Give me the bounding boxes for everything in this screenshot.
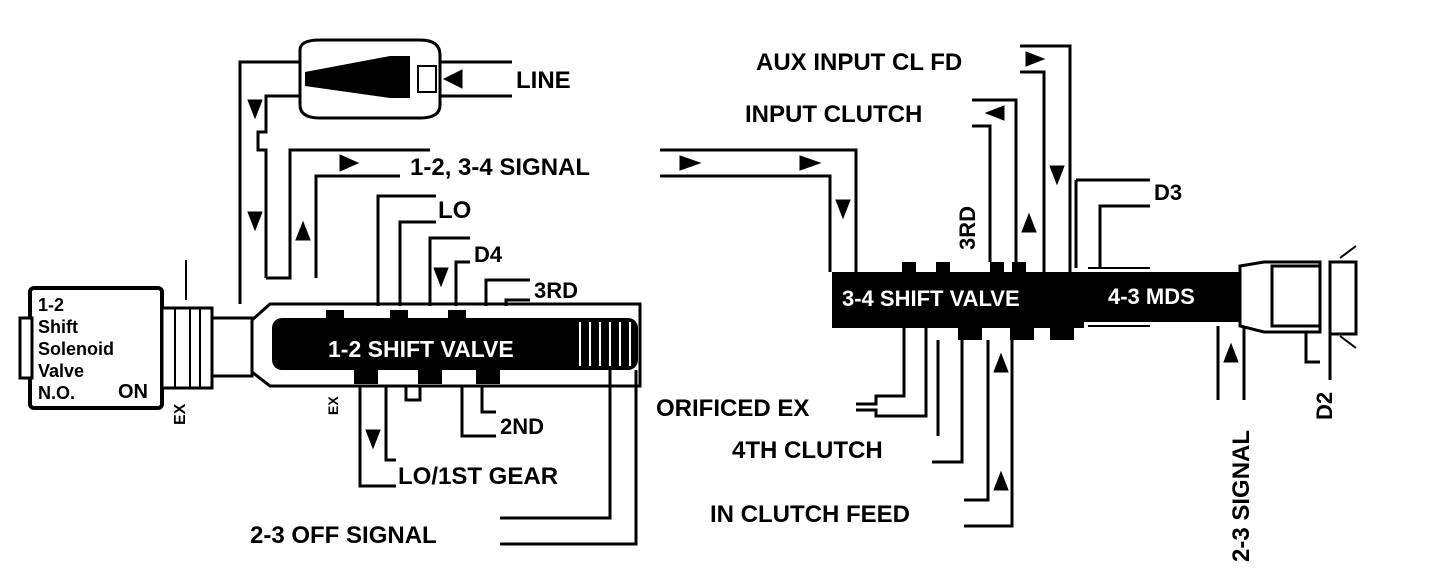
d2-label: D2	[1312, 392, 1337, 420]
signal-2-3-passage: 2-3 SIGNAL	[1216, 326, 1255, 562]
shift-valve-3-4-spool	[832, 272, 1084, 328]
lo-passage: LO	[376, 194, 471, 306]
aux-input-cl-fd-passage: AUX INPUT CL FD	[756, 44, 1072, 272]
in-clutch-feed-label: IN CLUTCH FEED	[710, 501, 910, 528]
solenoid-label-line2: Shift	[38, 317, 78, 337]
solenoid-valve: 1-2 Shift Solenoid Valve N.O. ON EX	[18, 260, 254, 425]
solenoid-feed-passage	[238, 60, 430, 304]
solenoid-state-label: ON	[118, 381, 148, 403]
third-left-passage: 3RD	[484, 278, 578, 306]
third-right-label: 3RD	[955, 206, 980, 250]
second-passage: 2ND	[460, 386, 544, 439]
line-pressure-regulator: LINE	[298, 38, 571, 120]
signal-2-3-label: 2-3 SIGNAL	[1228, 430, 1255, 562]
orificed-ex-passage: ORIFICED EX	[656, 328, 928, 422]
solenoid-label-line5: N.O.	[38, 383, 75, 403]
off-signal-2-3-label: 2-3 OFF SIGNAL	[250, 522, 437, 549]
shift-valve-1-2: 1-2 SHIFT VALVE EX	[250, 302, 642, 415]
d4-label: D4	[474, 242, 503, 267]
lo-label: LO	[438, 197, 471, 224]
solenoid-plunger	[18, 316, 34, 380]
third-left-label: 3RD	[534, 278, 578, 303]
d2-passage: D2	[1304, 332, 1337, 420]
signal-1-2-3-4-label: 1-2, 3-4 SIGNAL	[410, 154, 590, 181]
mds-4-3-spool	[1084, 272, 1240, 322]
line-label: LINE	[516, 67, 571, 94]
orificed-ex-label: ORIFICED EX	[656, 395, 809, 422]
lo-first-gear-passage: LO/1ST GEAR	[358, 386, 558, 490]
off-signal-2-3-passage: 2-3 OFF SIGNAL	[250, 370, 638, 549]
fourth-clutch-label: 4TH CLUTCH	[732, 437, 883, 464]
solenoid-nozzle	[210, 316, 254, 378]
d3-passage: D3	[1074, 178, 1182, 268]
in-clutch-feed-passage: IN CLUTCH FEED	[710, 340, 1014, 528]
solenoid-label-line4: Valve	[38, 361, 84, 381]
second-label: 2ND	[500, 414, 544, 439]
d4-passage: D4	[428, 236, 503, 306]
solenoid-label-line1: 1-2	[38, 295, 64, 315]
mds-4-3: 4-3 MDS	[1084, 245, 1358, 349]
shift-valve-1-2-spool	[272, 318, 638, 370]
solenoid-exhaust-label: EX	[172, 403, 189, 425]
input-clutch-label: INPUT CLUTCH	[745, 101, 922, 128]
shift-valve-1-2-label: 1-2 SHIFT VALVE	[328, 336, 514, 362]
fourth-clutch-passage: 4TH CLUTCH	[732, 340, 964, 464]
line-arrow	[442, 69, 463, 89]
d3-label: D3	[1154, 180, 1182, 205]
shift-valve-1-2-spring	[579, 322, 631, 366]
input-clutch-passage: INPUT CLUTCH	[745, 98, 1065, 262]
shift-valve-1-2-exhaust-label: EX	[325, 396, 341, 415]
solenoid-coupling	[160, 306, 214, 390]
aux-input-cl-fd-label: AUX INPUT CL FD	[756, 49, 962, 76]
lo-first-gear-label: LO/1ST GEAR	[398, 463, 558, 490]
solenoid-label-line3: Solenoid	[38, 339, 114, 359]
signal-1-2-3-4-passage: 1-2, 3-4 SIGNAL	[410, 148, 858, 272]
shift-valve-3-4-label: 3-4 SHIFT VALVE	[842, 286, 1020, 311]
third-right-passage: 3RD	[955, 206, 980, 250]
mds-4-3-label: 4-3 MDS	[1108, 284, 1195, 309]
shift-valve-3-4: 3-4 SHIFT VALVE	[832, 262, 1084, 340]
